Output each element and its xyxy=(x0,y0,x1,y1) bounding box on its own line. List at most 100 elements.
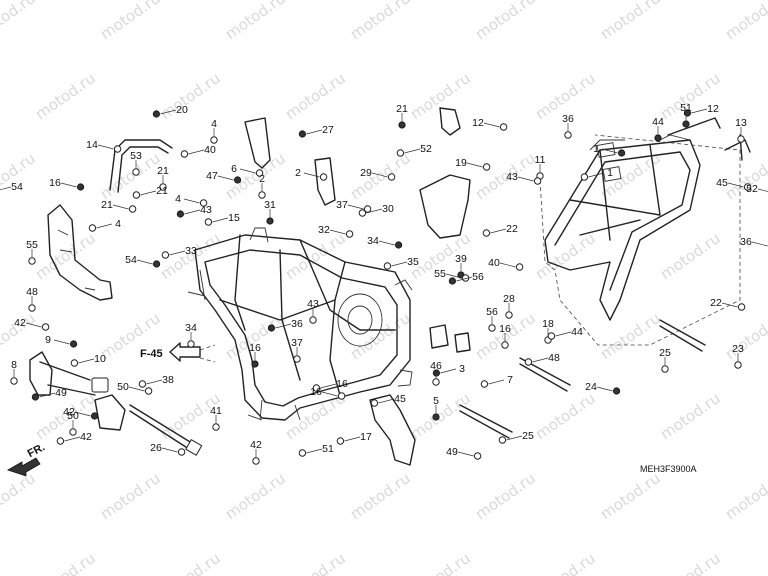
leader-line xyxy=(74,411,91,417)
leader-line xyxy=(347,204,364,210)
callout-number: 12 xyxy=(707,103,719,115)
leader-line xyxy=(183,198,200,204)
watermark-text: motod.ru xyxy=(407,549,474,576)
callout-number: 43 xyxy=(200,204,212,216)
fastener-marker xyxy=(113,145,122,153)
callout-number: 50 xyxy=(117,381,129,393)
fastener-marker xyxy=(70,359,79,367)
callout-number: 12 xyxy=(472,117,484,129)
leader-line xyxy=(329,229,346,235)
callout-number: 54 xyxy=(125,254,137,266)
leader-line xyxy=(39,392,56,398)
leader-line xyxy=(757,188,768,192)
fastener-marker xyxy=(161,251,170,259)
leader-line xyxy=(239,168,256,174)
callout-number: 8 xyxy=(11,359,17,371)
callout-number: 16 xyxy=(310,386,322,398)
callout-number: 10 xyxy=(94,353,106,365)
leader-line xyxy=(588,172,605,178)
callout-number: 11 xyxy=(535,154,546,166)
fastener-marker xyxy=(370,399,379,407)
leader-line xyxy=(555,331,572,337)
front-left-parts xyxy=(7,139,216,477)
fastener-marker xyxy=(91,412,99,420)
leader-line xyxy=(691,108,708,114)
watermark-text: motod.ru xyxy=(97,0,164,43)
callout-number: 14 xyxy=(86,139,98,151)
fastener-marker xyxy=(394,241,403,249)
fastener-marker xyxy=(180,150,189,158)
watermark-text: motod.ru xyxy=(282,549,349,576)
fastener-marker xyxy=(336,437,345,445)
leader-line xyxy=(596,386,613,392)
fastener-marker xyxy=(70,340,78,348)
watermark-text: motod.ru xyxy=(157,549,224,576)
fastener-marker xyxy=(345,230,354,238)
leader-line xyxy=(499,262,516,268)
callout-number: 38 xyxy=(162,374,174,386)
fastener-marker xyxy=(448,277,456,285)
callout-number: 13 xyxy=(735,117,747,129)
leader-line xyxy=(25,322,42,328)
callout-number: 35 xyxy=(407,256,419,268)
fastener-marker xyxy=(319,173,328,181)
watermark-text: motod.ru xyxy=(407,389,474,443)
leader-line xyxy=(53,339,70,345)
leader-line xyxy=(303,172,320,178)
leader-line xyxy=(506,435,523,441)
fastener-marker xyxy=(132,191,141,199)
callout-number: 43 xyxy=(307,298,319,310)
fastener-marker xyxy=(524,358,533,366)
leader-line xyxy=(128,386,145,392)
watermark-text: motod.ru xyxy=(472,0,539,43)
callout-number: 30 xyxy=(382,203,394,215)
leader-line xyxy=(217,175,234,181)
leader-line xyxy=(321,391,338,397)
fastener-marker xyxy=(337,392,346,400)
fastener-marker xyxy=(144,387,153,395)
callout-number: 4 xyxy=(211,118,217,130)
fastener-marker xyxy=(251,360,259,368)
front-direction-label: FR. xyxy=(26,441,47,460)
callout-number: 7 xyxy=(507,374,513,386)
fastener-marker xyxy=(252,457,260,465)
fastener-marker xyxy=(31,393,40,401)
callout-number: 1 xyxy=(607,167,613,179)
fastener-marker xyxy=(159,183,167,191)
watermark-text: motod.ru xyxy=(597,469,664,523)
fastener-marker xyxy=(212,423,220,431)
callout-number: 34 xyxy=(367,235,379,247)
fastener-marker xyxy=(138,380,147,388)
leader-line xyxy=(391,261,408,267)
fastener-marker xyxy=(255,169,264,177)
watermark-text: motod.ru xyxy=(657,229,724,283)
leader-line xyxy=(306,129,323,135)
watermark-text: motod.ru xyxy=(157,69,224,123)
callout-number: 22 xyxy=(710,297,722,309)
callout-number: 56 xyxy=(472,271,484,283)
watermark-text: motod.ru xyxy=(657,389,724,443)
fastener-marker xyxy=(505,311,513,319)
leader-line xyxy=(440,368,457,374)
leader-line xyxy=(457,451,474,457)
fastener-marker xyxy=(580,173,589,181)
fastener-marker xyxy=(498,436,507,444)
fastener-marker xyxy=(387,173,396,181)
watermark-text: motod.ru xyxy=(0,0,39,43)
leader-line xyxy=(751,241,768,247)
leader-line xyxy=(378,398,395,404)
leader-line xyxy=(727,182,744,188)
fastener-marker xyxy=(210,136,218,144)
watermark-text: motod.ru xyxy=(0,149,39,203)
watermark-text: motod.ru xyxy=(222,0,289,43)
fastener-marker xyxy=(547,332,556,340)
fastener-marker xyxy=(298,449,307,457)
fastener-marker xyxy=(488,324,496,332)
callout-number: 45 xyxy=(394,393,406,405)
watermark-text: motod.ru xyxy=(532,549,599,576)
callout-number: 20 xyxy=(176,104,188,116)
fastener-marker xyxy=(56,437,65,445)
watermark-text: motod.ru xyxy=(347,469,414,523)
fastener-marker xyxy=(533,177,542,185)
